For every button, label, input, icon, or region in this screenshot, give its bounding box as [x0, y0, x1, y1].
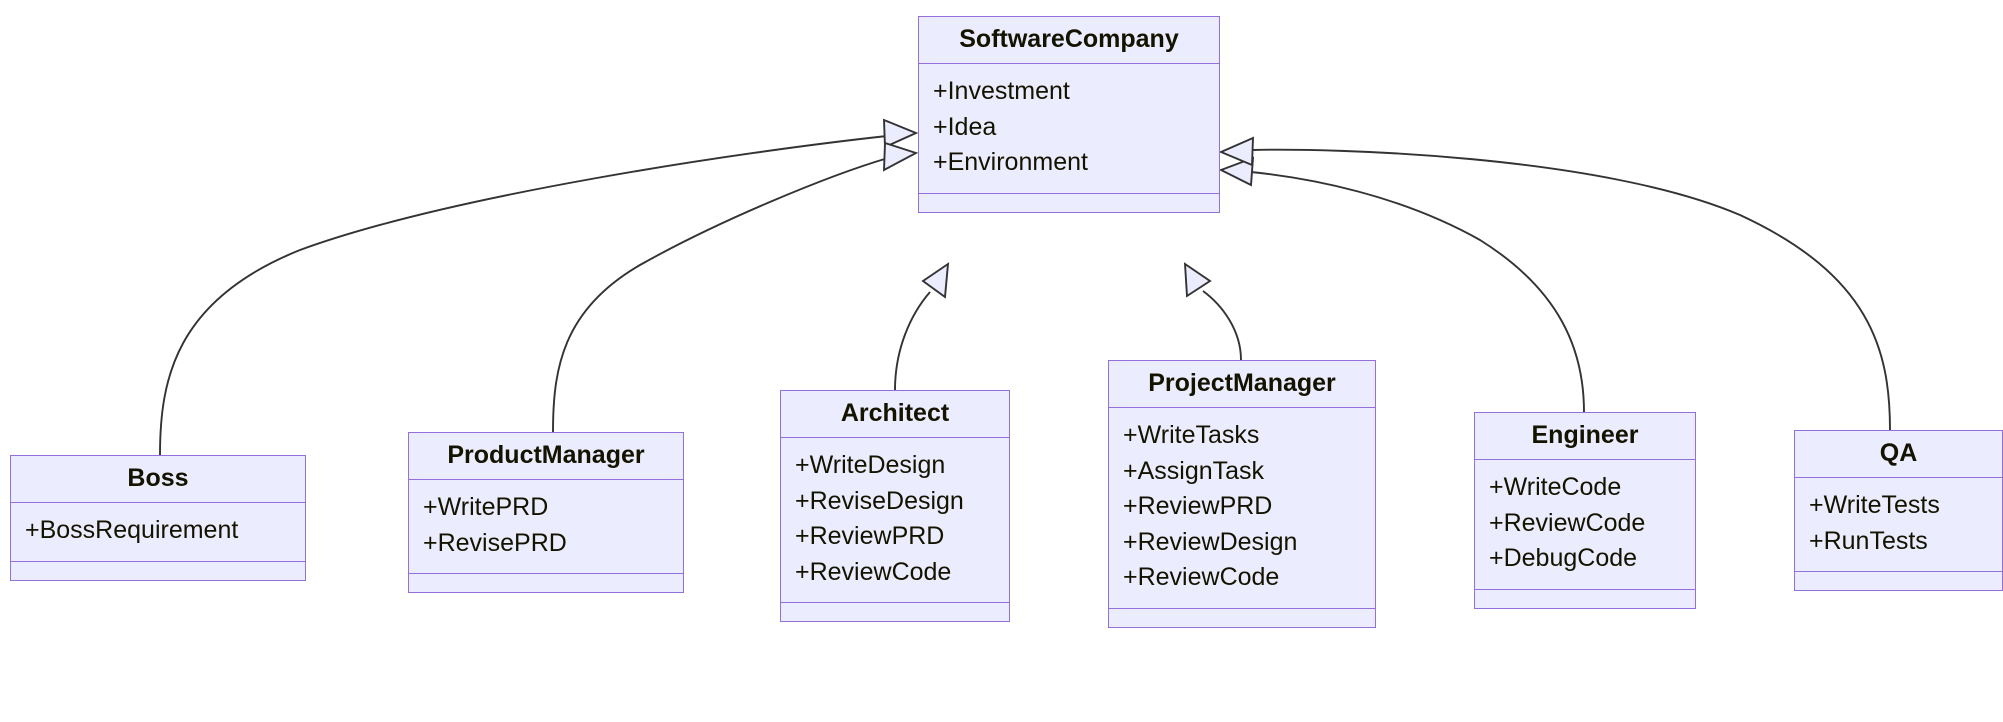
class-divider — [919, 192, 1219, 194]
class-divider — [11, 502, 305, 504]
class-node-projectmanager[interactable]: ProjectManager +WriteTasks +AssignTask +… — [1108, 360, 1376, 628]
class-attribute: +ReviewCode — [795, 557, 952, 586]
class-divider — [1795, 477, 2002, 479]
class-attribute: +RevisePRD — [423, 528, 567, 557]
class-node-architect[interactable]: Architect +WriteDesign +ReviseDesign +Re… — [780, 390, 1010, 623]
class-methods-qa — [1795, 572, 2002, 590]
class-attributes-boss: +BossRequirement — [11, 503, 305, 561]
class-attributes-productmanager: +WritePRD +RevisePRD — [409, 480, 683, 573]
inheritance-arrowhead-projectmanager — [1183, 262, 1212, 298]
inheritance-arrowhead-engineer — [1218, 156, 1255, 187]
class-title-boss: Boss — [127, 464, 189, 492]
class-title-engineer: Engineer — [1531, 421, 1639, 449]
edge-boss-to-softwarecompany — [159, 135, 888, 456]
class-node-productmanager[interactable]: ProductManager +WritePRD +RevisePRD — [408, 432, 684, 594]
class-title-architect: Architect — [840, 399, 950, 427]
class-attribute: +ReviewPRD — [1123, 492, 1273, 521]
class-methods-architect — [781, 603, 1009, 621]
class-attributes-projectmanager: +WriteTasks +AssignTask +ReviewPRD +Revi… — [1109, 408, 1375, 608]
inheritance-arrowhead-qa — [1218, 136, 1255, 167]
class-attribute: +Environment — [933, 148, 1088, 177]
class-title-projectmanager: ProjectManager — [1148, 369, 1336, 397]
class-attributes-qa: +WriteTests +RunTests — [1795, 478, 2002, 571]
class-title-qa: QA — [1879, 439, 1918, 467]
class-divider — [409, 573, 683, 575]
class-divider — [1475, 459, 1695, 461]
class-title-softwarecompany: SoftwareCompany — [959, 25, 1179, 53]
edge-engineer-to-softwarecompany — [1250, 171, 1585, 413]
edge-projectmanager-to-softwarecompany — [1202, 290, 1242, 361]
class-attribute: +WriteCode — [1489, 473, 1622, 502]
class-attribute: +Investment — [933, 77, 1070, 106]
edge-productmanager-to-softwarecompany — [552, 157, 889, 433]
class-divider — [409, 479, 683, 481]
class-attribute: +Idea — [933, 112, 997, 141]
class-methods-productmanager — [409, 574, 683, 592]
class-attribute: +BossRequirement — [25, 516, 239, 545]
edge-qa-to-softwarecompany — [1251, 148, 1891, 431]
class-divider — [781, 602, 1009, 604]
class-methods-softwarecompany — [919, 194, 1219, 212]
class-methods-engineer — [1475, 590, 1695, 608]
edge-architect-to-softwarecompany — [894, 291, 931, 391]
class-attribute: +RunTests — [1809, 526, 1928, 555]
class-attribute: +ReviewDesign — [1123, 527, 1298, 556]
class-attribute: +ReviewPRD — [795, 522, 945, 551]
class-divider — [781, 437, 1009, 439]
class-attribute: +WriteTests — [1809, 491, 1940, 520]
class-attribute: +ReviewCode — [1123, 563, 1280, 592]
class-divider — [11, 560, 305, 562]
class-divider — [919, 63, 1219, 65]
class-attributes-architect: +WriteDesign +ReviseDesign +ReviewPRD +R… — [781, 438, 1009, 602]
class-methods-projectmanager — [1109, 609, 1375, 627]
class-attribute: +WritePRD — [423, 493, 549, 522]
class-attributes-engineer: +WriteCode +ReviewCode +DebugCode — [1475, 460, 1695, 589]
class-divider — [1475, 588, 1695, 590]
class-title-productmanager: ProductManager — [447, 441, 645, 469]
class-attribute: +ReviewCode — [1489, 508, 1646, 537]
class-attribute: +WriteTasks — [1123, 421, 1260, 450]
class-node-engineer[interactable]: Engineer +WriteCode +ReviewCode +DebugCo… — [1474, 412, 1696, 609]
inheritance-arrowhead-productmanager — [882, 141, 919, 172]
class-attribute: +DebugCode — [1489, 544, 1638, 573]
class-methods-boss — [11, 562, 305, 580]
class-attribute: +ReviseDesign — [795, 486, 964, 515]
class-divider — [1109, 407, 1375, 409]
class-divider — [1795, 571, 2002, 573]
class-attributes-softwarecompany: +Investment +Idea +Environment — [919, 64, 1219, 193]
class-node-softwarecompany[interactable]: SoftwareCompany +Investment +Idea +Envir… — [918, 16, 1220, 213]
inheritance-arrowhead-architect — [921, 262, 950, 299]
class-divider — [1109, 607, 1375, 609]
class-node-boss[interactable]: Boss +BossRequirement — [10, 455, 306, 581]
inheritance-arrowhead-boss — [882, 118, 919, 149]
class-attribute: +AssignTask — [1123, 456, 1265, 485]
class-attribute: +WriteDesign — [795, 451, 946, 480]
class-node-qa[interactable]: QA +WriteTests +RunTests — [1794, 430, 2003, 592]
